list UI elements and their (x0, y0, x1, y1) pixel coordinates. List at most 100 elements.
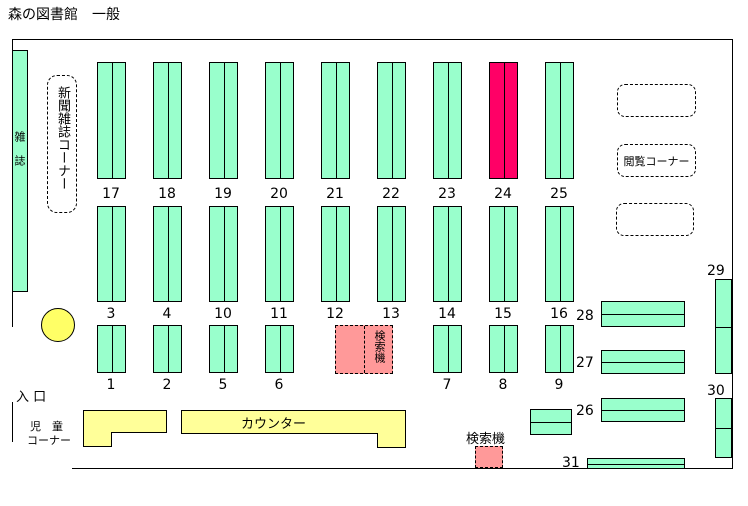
shelf-divider (602, 314, 684, 315)
shelf-divider (447, 207, 449, 301)
shelf-number-3: 3 (106, 306, 116, 322)
browse-table-1[interactable] (617, 84, 696, 117)
search-terminal-center-label: 検索機 (373, 330, 386, 363)
shelf-divider (716, 326, 731, 328)
shelf-divider (602, 410, 684, 411)
shelf-number-1: 1 (106, 377, 116, 393)
shelf-24[interactable] (489, 62, 518, 179)
search-terminal-center[interactable]: 検索機 (335, 325, 393, 374)
shelf-number-13: 13 (382, 306, 400, 322)
shelf-number-18: 18 (158, 186, 176, 202)
wall-left-lower (12, 402, 13, 442)
shelf-20[interactable] (265, 62, 294, 179)
shelf-divider (391, 63, 393, 178)
shelf-divider (503, 207, 505, 301)
search-terminal-bottom-label: 検索機 (466, 432, 506, 447)
browse-table-3[interactable] (616, 203, 694, 236)
shelf-divider (391, 207, 393, 301)
browse-table-2[interactable]: 閲覧コーナー (617, 144, 696, 177)
pillar (41, 308, 75, 342)
shelf-16[interactable] (545, 206, 574, 302)
shelf-number-22: 22 (382, 186, 400, 202)
shelf-6[interactable] (265, 325, 294, 373)
children-counter[interactable] (83, 410, 167, 447)
wall-top (12, 39, 732, 40)
shelf-number-20: 20 (270, 186, 288, 202)
shelf-19[interactable] (209, 62, 238, 179)
children-corner-label-bottom: コーナー (27, 434, 71, 447)
shelf-divider (447, 63, 449, 178)
shelf-26[interactable] (601, 398, 685, 422)
shelf-number-6: 6 (274, 377, 284, 393)
shelf-5[interactable] (209, 325, 238, 373)
main-counter[interactable]: カウンター (181, 410, 406, 448)
shelf-number-15: 15 (494, 306, 512, 322)
shelf-divider (279, 207, 281, 301)
shelf-divider (167, 207, 169, 301)
shelf-divider (335, 63, 337, 178)
shelf-27[interactable] (601, 350, 685, 374)
shelf-number-8: 8 (498, 377, 508, 393)
shelf-number-26: 26 (576, 403, 594, 419)
magazine-wall-label: 雑 誌 (13, 131, 26, 166)
shelf-divider (559, 326, 561, 372)
shelf-10[interactable] (209, 206, 238, 302)
shelf-9[interactable] (545, 325, 574, 373)
shelf-number-27: 27 (576, 355, 594, 371)
shelf-4[interactable] (153, 206, 182, 302)
magazine-wall-shelf[interactable]: 雑 誌 (12, 50, 28, 292)
shelf-number-10: 10 (214, 306, 232, 322)
shelf-7[interactable] (433, 325, 462, 373)
shelf-29[interactable] (715, 279, 732, 374)
shelf-divider (279, 326, 281, 372)
entrance-label: 入 口 (16, 390, 47, 405)
shelf-number-7: 7 (442, 377, 452, 393)
shelf-8[interactable] (489, 325, 518, 373)
shelf-21[interactable] (321, 62, 350, 179)
shelf-17[interactable] (97, 62, 126, 179)
shelf-divider (503, 63, 505, 178)
shelf-12[interactable] (321, 206, 350, 302)
shelf-number-29: 29 (707, 263, 725, 279)
shelf-number-23: 23 (438, 186, 456, 202)
shelf-28[interactable] (601, 301, 685, 327)
shelf-14[interactable] (433, 206, 462, 302)
shelf-3[interactable] (97, 206, 126, 302)
shelf-31[interactable] (587, 458, 685, 469)
shelf-divider (223, 326, 225, 372)
shelf-divider (111, 207, 113, 301)
shelf-number-24: 24 (494, 186, 512, 202)
shelf-25[interactable] (545, 62, 574, 179)
newspaper-corner-label: 新聞雑誌コーナー (55, 86, 70, 190)
shelf-divider (279, 63, 281, 178)
shelf-23[interactable] (433, 62, 462, 179)
shelf-18[interactable] (153, 62, 182, 179)
shelf-number-11: 11 (270, 306, 288, 322)
shelf-number-19: 19 (214, 186, 232, 202)
shelf-number-31: 31 (562, 455, 580, 471)
browse-corner-label: 閲覧コーナー (623, 155, 690, 168)
shelf-11[interactable] (265, 206, 294, 302)
shelf-divider (223, 63, 225, 178)
search-terminal-bottom[interactable] (475, 446, 503, 468)
shelf-divider (167, 63, 169, 178)
shelf-divider (531, 422, 571, 423)
shelf-number-14: 14 (438, 306, 456, 322)
shelf-30[interactable] (715, 398, 732, 458)
shelf-small[interactable] (530, 409, 572, 435)
shelf-divider (447, 326, 449, 372)
shelf-divider (111, 63, 113, 178)
shelf-number-30: 30 (707, 383, 725, 399)
shelf-1[interactable] (97, 325, 126, 373)
shelf-13[interactable] (377, 206, 406, 302)
newspaper-corner[interactable]: 新聞雑誌コーナー (47, 75, 77, 213)
shelf-divider (503, 326, 505, 372)
shelf-22[interactable] (377, 62, 406, 179)
wall-right (732, 39, 733, 469)
shelf-15[interactable] (489, 206, 518, 302)
shelf-divider (167, 326, 169, 372)
shelf-2[interactable] (153, 325, 182, 373)
main-counter-label: カウンター (241, 417, 307, 432)
shelf-number-16: 16 (550, 306, 568, 322)
shelf-divider (716, 428, 731, 429)
